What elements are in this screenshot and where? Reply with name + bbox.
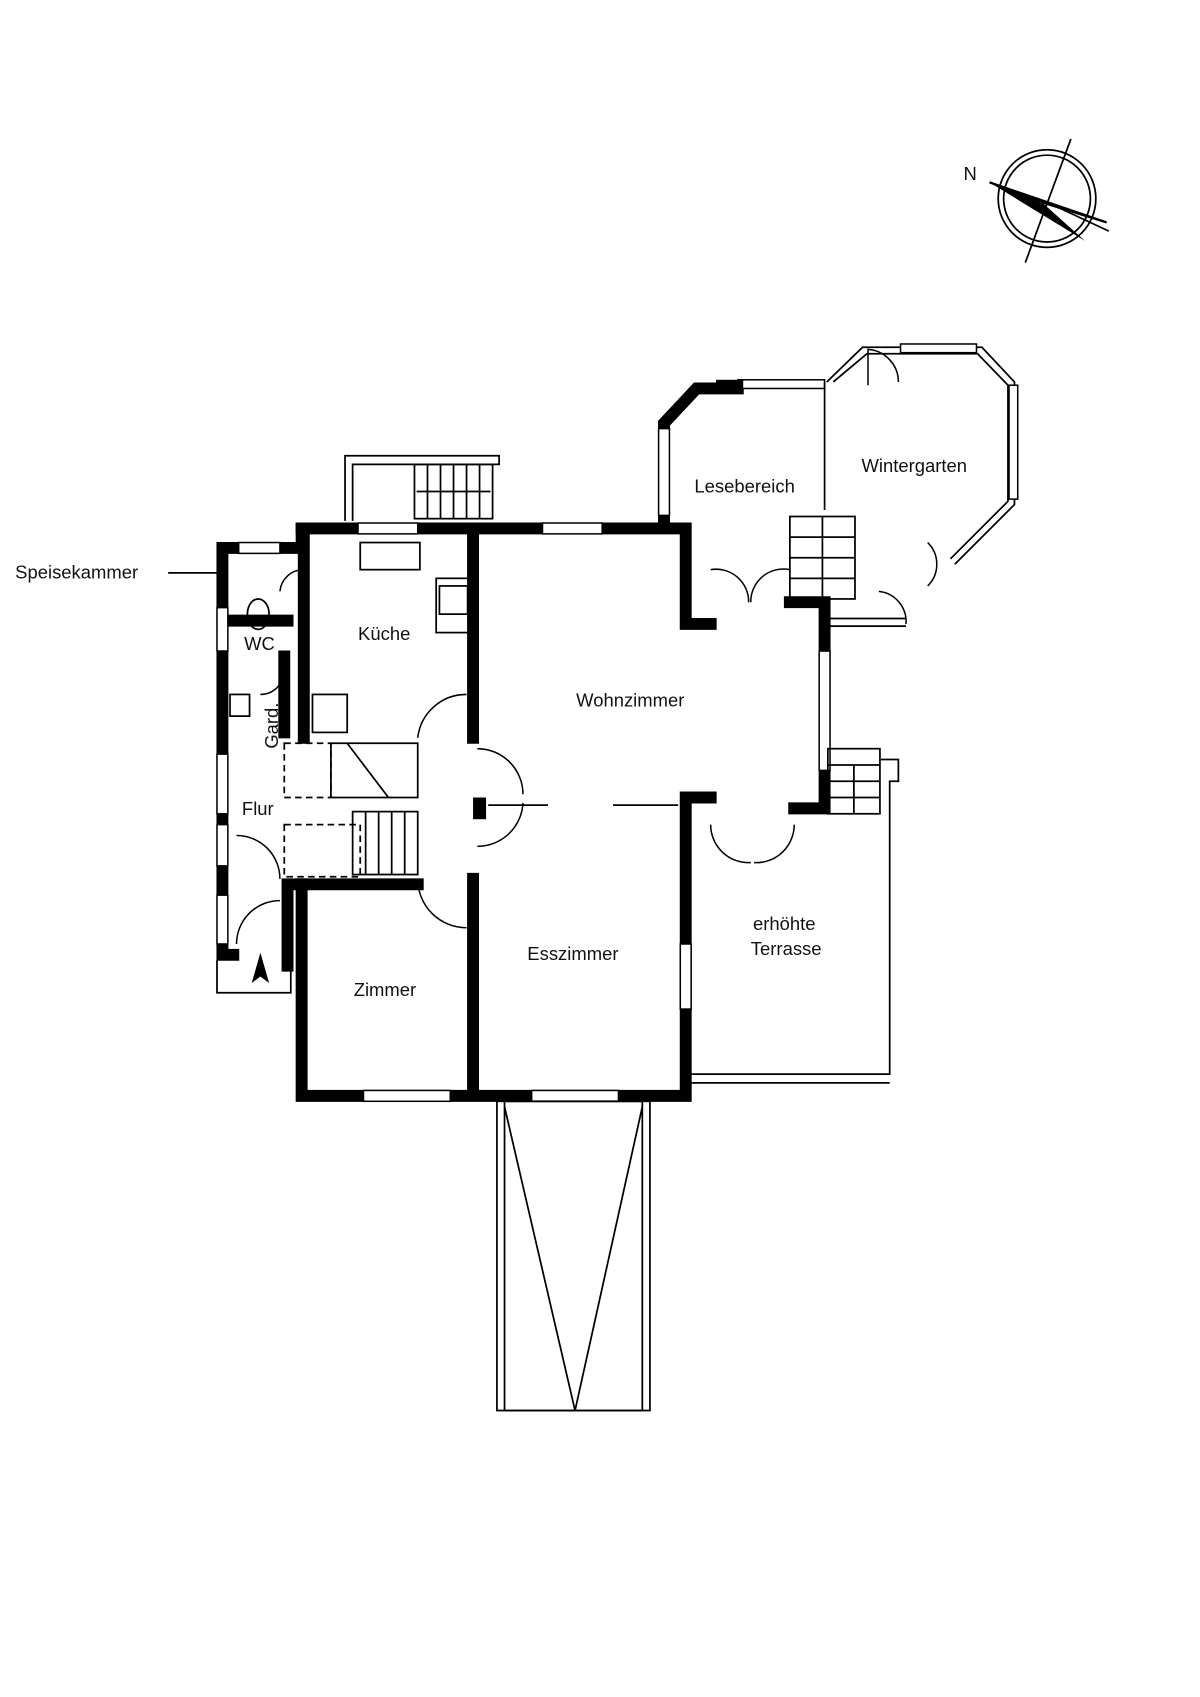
- windows: [216, 379, 831, 1103]
- label-terrasse-line1: erhöhte: [753, 913, 816, 934]
- label-lesebereich: Lesebereich: [694, 476, 794, 497]
- label-garderobe: Gard.: [261, 703, 282, 749]
- label-zimmer: Zimmer: [354, 979, 416, 1000]
- outside-stairs-north: [344, 454, 500, 521]
- label-wohnzimmer: Wohnzimmer: [576, 689, 684, 710]
- label-speisekammer: Speisekammer: [15, 561, 138, 582]
- label-flur: Flur: [242, 798, 274, 819]
- label-esszimmer: Esszimmer: [527, 943, 618, 964]
- interior-details: [216, 541, 679, 994]
- room-labels: Speisekammer WC Küche Gard. Flur Wohnzim…: [15, 455, 967, 1000]
- wintergarten-structure: [710, 343, 1019, 627]
- compass-north-label: N: [963, 163, 976, 184]
- compass-icon: N: [963, 138, 1110, 263]
- terrace-structure: [691, 747, 900, 1084]
- label-wintergarten: Wintergarten: [861, 455, 967, 476]
- label-terrasse-line2: Terrasse: [751, 938, 822, 959]
- carport: [496, 1100, 651, 1412]
- label-wc: WC: [244, 633, 275, 654]
- label-kueche: Küche: [358, 623, 410, 644]
